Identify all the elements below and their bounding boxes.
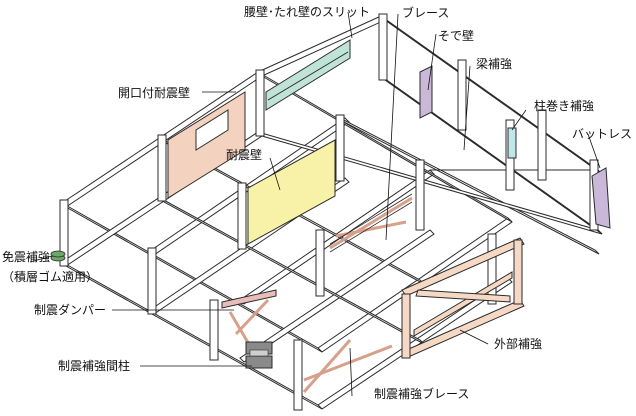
waist-wall-slit-gap: [267, 51, 349, 101]
brace-interior: [329, 196, 413, 250]
label-waist-wall-slit: 腰壁･たれ壁のスリット: [244, 4, 370, 19]
waist-wall-slit: [265, 39, 351, 111]
opening-window: [195, 109, 229, 151]
damper: [221, 289, 277, 347]
label-seismic-isolation-2: （積層ゴム適用）: [2, 269, 98, 284]
label-buttress: バットレス: [572, 127, 632, 141]
column-wrap: [507, 127, 517, 159]
label-damping-brace: 制震補強ブレース: [374, 386, 469, 401]
isolator: [50, 250, 66, 262]
building-frame: [59, 13, 603, 411]
damping-stud: [245, 341, 273, 369]
label-seismic-isolation-1: 免震補強: [2, 249, 50, 264]
label-column-wrapping: 柱巻き補強: [534, 98, 594, 113]
label-external-reinforcement: 外部補強: [494, 336, 542, 351]
label-damper: 制震ダンパー: [34, 302, 106, 317]
label-brace: ブレース: [402, 5, 449, 20]
label-opening-shear-wall: 開口付耐震壁: [118, 85, 190, 100]
wing-wall: [419, 65, 433, 119]
label-wing-wall: そで壁: [438, 28, 474, 43]
label-shear-wall: 耐震壁: [226, 147, 262, 162]
damping-brace: [302, 339, 393, 393]
brace-interior-outline: [329, 193, 413, 253]
label-damping-stud: 制震補強間柱: [58, 358, 130, 373]
label-beam-reinforcement: 梁補強: [476, 56, 512, 71]
external-reinforcement: [401, 237, 525, 359]
leader-lines: [29, 11, 601, 397]
buttress: [591, 167, 611, 229]
shear-wall: [247, 139, 336, 245]
